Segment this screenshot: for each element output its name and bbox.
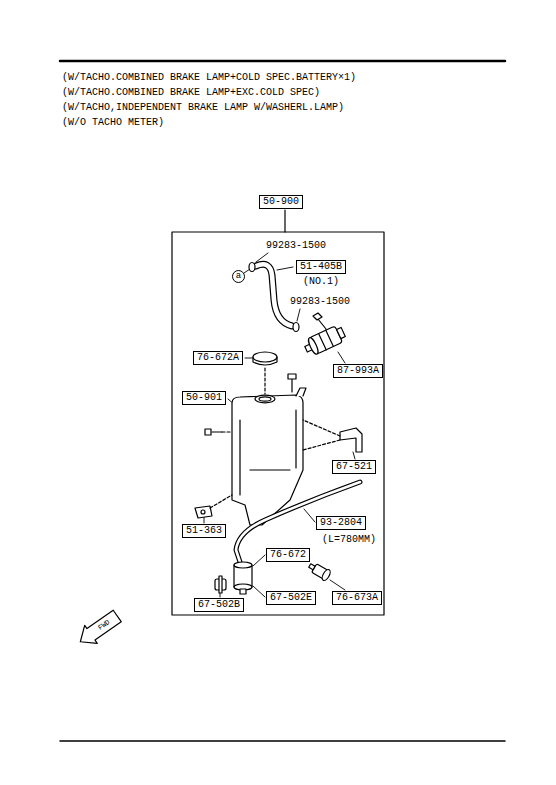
washer-tank <box>255 395 275 403</box>
leader-line <box>297 309 300 321</box>
hose <box>249 263 255 272</box>
leader-line <box>353 452 355 459</box>
part-number: 50-901 <box>186 392 222 403</box>
fwd-arrow <box>74 607 123 651</box>
leader-line <box>245 358 252 359</box>
part-number-box: 93-2804 <box>316 516 366 530</box>
leader-line <box>338 352 345 363</box>
assembly-frame <box>172 210 384 615</box>
leader-line <box>304 509 315 522</box>
hose <box>256 264 292 326</box>
part-number-box: 76-673A <box>332 591 382 605</box>
hose <box>256 264 292 326</box>
tank-cap <box>253 352 277 394</box>
washer-pump <box>240 589 246 594</box>
leader-line <box>277 267 293 270</box>
part-number: 67-502E <box>270 592 312 603</box>
part-number-box: 76-672A <box>193 351 243 365</box>
part-number: 76-673A <box>336 592 378 603</box>
part-label: (NO.1) <box>303 276 339 288</box>
part-number: 67-502B <box>198 599 240 610</box>
bracket <box>210 495 232 508</box>
washer-motor <box>319 334 327 350</box>
screw <box>205 429 211 435</box>
page-rule <box>60 740 505 742</box>
washer-tank <box>240 410 296 495</box>
grommet <box>215 576 226 593</box>
part-number-box: 67-521 <box>332 460 376 474</box>
part-number: 50-900 <box>263 196 299 207</box>
assembly-frame <box>172 232 384 615</box>
washer-motor <box>326 330 334 346</box>
bracket <box>340 428 362 452</box>
application-note: (W/TACHO.COMBINED BRAKE LAMP+COLD SPEC.B… <box>62 72 356 84</box>
washer-pump <box>234 562 252 568</box>
part-number-box: 51-363 <box>182 524 226 538</box>
washer-nozzle <box>307 560 332 581</box>
washer-motor <box>337 327 346 338</box>
part-number-box: 67-502E <box>266 591 316 605</box>
fwd-arrow <box>74 607 123 651</box>
tank-cap <box>253 352 277 362</box>
part-number: a <box>236 271 241 281</box>
screw <box>318 319 326 329</box>
assembly-frame <box>284 210 285 232</box>
page-rule <box>60 61 505 741</box>
application-note: (W/TACHO.COMBINED BRAKE LAMP+EXC.COLD SP… <box>62 87 320 99</box>
part-number-box: 67-502B <box>194 598 244 612</box>
part-number-box: 51-405B <box>296 260 346 274</box>
bracket <box>303 420 340 450</box>
washer-motor <box>307 336 320 355</box>
hose <box>293 323 299 332</box>
washer-tank <box>232 395 303 525</box>
washer-pump <box>234 562 252 594</box>
leader-line <box>253 586 265 597</box>
screw <box>222 431 232 432</box>
leader-line <box>253 555 265 566</box>
screw <box>212 431 222 432</box>
tank-cap <box>264 368 265 394</box>
washer-nozzle <box>309 564 315 570</box>
part-number: 51-405B <box>300 261 342 272</box>
leader-line <box>256 253 268 262</box>
part-number-box: 87-993A <box>333 364 383 378</box>
bracket <box>201 510 205 514</box>
screw <box>288 374 296 379</box>
washer-motor <box>302 324 347 358</box>
washer-tank <box>259 397 271 401</box>
part-number: 51-363 <box>186 525 222 536</box>
application-note: (W/TACHO,INDEPENDENT BRAKE LAMP W/WASHER… <box>62 102 344 114</box>
grommet <box>219 576 222 593</box>
part-number: 87-993A <box>337 365 379 376</box>
leader-line <box>330 580 345 590</box>
part-number: 76-672 <box>270 549 306 560</box>
reference-circle: a <box>232 270 245 283</box>
leader-line <box>204 517 205 523</box>
part-number-box: 50-901 <box>182 391 226 405</box>
screw <box>313 313 322 320</box>
screw <box>291 378 292 392</box>
part-number-box: 76-672 <box>266 548 310 562</box>
part-number: 93-2804 <box>320 517 362 528</box>
part-number-box: 50-900 <box>259 195 303 209</box>
washer-tank <box>296 388 306 396</box>
page-rule <box>60 60 505 63</box>
part-label: 99283-1500 <box>290 296 350 308</box>
part-label: (L=780MM) <box>322 534 376 546</box>
washer-nozzle <box>321 568 332 581</box>
part-number: 67-521 <box>336 461 372 472</box>
part-number: 76-672A <box>197 352 239 363</box>
part-label: 99283-1500 <box>266 240 326 252</box>
washer-tank <box>232 388 306 525</box>
direction-label: FWD <box>97 618 112 632</box>
application-note: (W/O TACHO METER) <box>62 117 164 129</box>
